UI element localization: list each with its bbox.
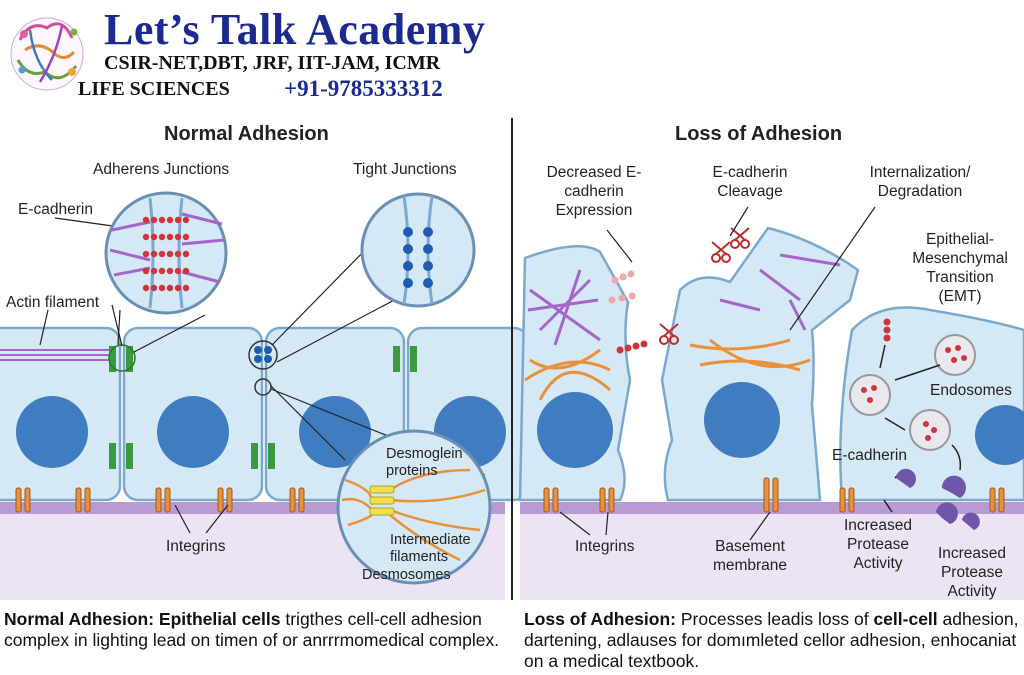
left-caption: Normal Adhesion: Epithelial cells trigth…	[4, 609, 500, 651]
adherens-junction-marker	[108, 344, 136, 372]
right-caption-bold2: cell-cell	[873, 609, 938, 629]
nucleus	[975, 405, 1024, 465]
green-junctions	[109, 346, 417, 469]
label-integrins-left: Integrins	[166, 538, 226, 555]
actin-filaments-left	[0, 349, 112, 361]
disordered-intermediate	[524, 338, 811, 401]
label-internalization: Internalization/ Degradation	[869, 164, 971, 200]
tight-junction-zoom	[360, 192, 476, 308]
right-caption-bold: Loss of Adhesion:	[524, 609, 676, 629]
brand-title: Let’s Talk Academy	[104, 5, 486, 54]
desmosome-zoom	[336, 429, 492, 585]
basement-membrane-right	[520, 502, 1024, 600]
label-actin: Actin filament	[6, 294, 100, 311]
brand-exams: CSIR-NET,DBT, JRF, IIT-JAM, ICMR	[104, 52, 441, 74]
nucleus	[299, 396, 371, 468]
label-endosomes: Endosomes	[930, 382, 1012, 399]
label-tight: Tight Junctions	[353, 161, 457, 178]
label-ecadherin-cleavage: E-cadherin Cleavage	[712, 164, 788, 200]
integrins-right	[543, 477, 1005, 513]
label-decreased-ecadherin: Decreased E-cadherin Expression	[546, 164, 642, 219]
left-caption-bold: Normal Adhesion: Epithelial cells	[4, 609, 281, 629]
tight-junction-marker	[248, 340, 278, 396]
disordered-actin	[527, 253, 841, 346]
nucleus	[704, 382, 780, 458]
protease-icons	[896, 468, 980, 530]
right-panel-title: Loss of Adhesion	[675, 123, 843, 145]
label-protease-1: Increased Protease Activity	[843, 517, 913, 572]
label-ecadherin: E-cadherin	[18, 201, 93, 218]
left-panel-title: Normal Adhesion	[164, 123, 329, 145]
adherens-zoom	[104, 191, 228, 315]
brand-subject: LIFE SCIENCES	[78, 78, 230, 100]
label-basement-membrane: Basement membrane	[712, 538, 788, 574]
label-protease-2: Increased Protease Activity	[937, 545, 1007, 600]
label-desmosomes: Desmosomes	[362, 567, 451, 583]
scissors-icon	[659, 227, 750, 345]
brand-phone: +91-9785333312	[284, 76, 443, 101]
label-emt: Epithelial- Mesenchymal Transition (EMT)	[912, 231, 1008, 305]
label-desmoglein: Desmoglein proteins	[386, 446, 463, 479]
right-caption: Loss of Adhesion: Processes leadis loss …	[524, 609, 1020, 672]
label-integrins-right: Integrins	[575, 538, 635, 555]
nucleus	[16, 396, 88, 468]
nucleus	[157, 396, 229, 468]
nucleus	[537, 392, 613, 468]
academy-logo	[10, 17, 84, 91]
endosomes	[849, 334, 976, 451]
label-adherens: Adherens Junctions	[93, 161, 230, 178]
left-caption-text: trigthes cell-cell adhesion complex in l…	[4, 609, 500, 650]
right-caption-mid: Processes leadis loss of	[676, 609, 874, 629]
label-intermediate: Intermediate filaments	[390, 532, 471, 565]
ecadherin-fragments	[608, 270, 891, 354]
label-ecadherin-right: E-cadherin	[832, 447, 907, 464]
right-caption-text: adhesion, dartening, adlauses for domıml…	[524, 609, 1019, 671]
